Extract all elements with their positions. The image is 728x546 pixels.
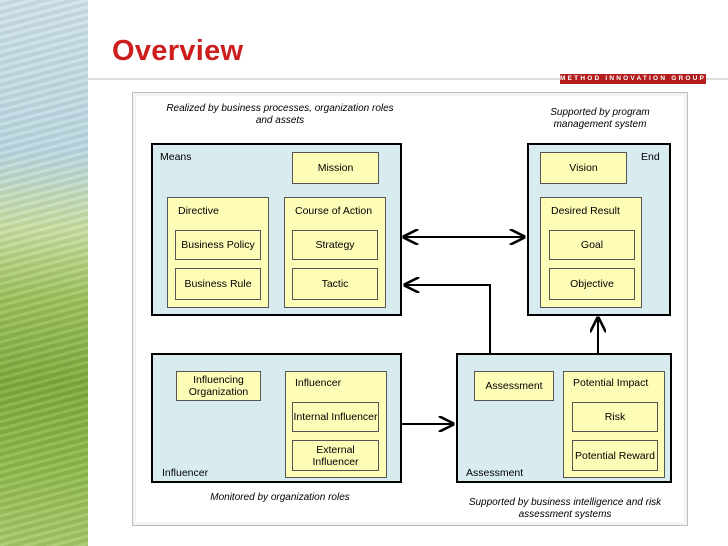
influencing-organization-box: Influencing Organization (176, 371, 261, 401)
end-label: End (641, 151, 660, 163)
assessment-region-label: Assessment (466, 467, 524, 479)
slide-title: Overview (112, 35, 244, 67)
note-realized-by: Realized by business processes, organiza… (166, 103, 394, 126)
strategy-box: Strategy (292, 230, 378, 260)
course-of-action-label: Course of Action (295, 205, 373, 217)
goal-box: Goal (549, 230, 635, 260)
decorative-landscape-strip (0, 0, 88, 546)
brand-logo-bar: METHOD INNOVATION GROUP (560, 74, 706, 84)
risk-box: Risk (572, 402, 658, 432)
influencer-group-label: Influencer (295, 377, 342, 389)
directive-label: Directive (178, 205, 219, 217)
potential-impact-label: Potential Impact (573, 377, 649, 389)
internal-influencer-box: Internal Influencer (292, 402, 379, 432)
external-influencer-box: External Influencer (292, 440, 379, 471)
tactic-box: Tactic (292, 268, 378, 300)
assessment-box: Assessment (474, 371, 554, 401)
note-supported-bi: Supported by business intelligence and r… (468, 497, 662, 520)
desired-result-label: Desired Result (551, 205, 620, 217)
title-divider (88, 78, 728, 80)
mission-box: Mission (292, 152, 379, 184)
objective-box: Objective (549, 268, 635, 300)
influencer-region-label: Influencer (162, 467, 209, 479)
business-policy-box: Business Policy (175, 230, 261, 260)
assessment-to-means-arrow (405, 285, 491, 353)
note-monitored-by: Monitored by organization roles (210, 492, 350, 503)
note-supported-program: Supported by program management system (550, 107, 650, 130)
potential-reward-box: Potential Reward (572, 440, 658, 471)
business-rule-box: Business Rule (175, 268, 261, 300)
means-label: Means (160, 151, 192, 163)
vision-box: Vision (540, 152, 627, 184)
